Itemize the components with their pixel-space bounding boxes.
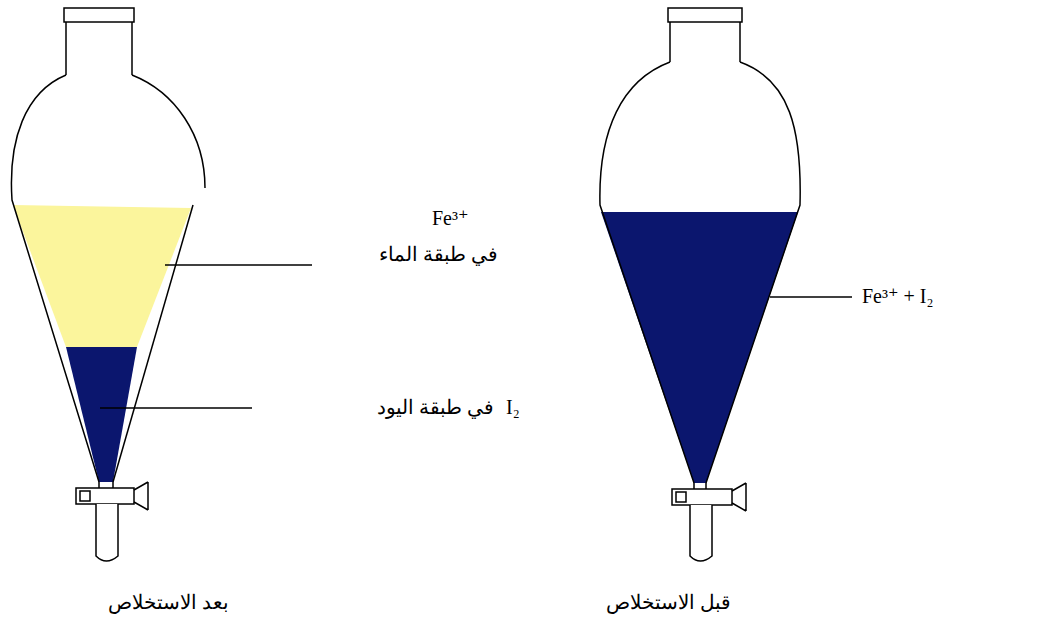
stopcock bbox=[76, 488, 134, 504]
funnel-bulb bbox=[11, 75, 205, 482]
stopcock bbox=[672, 489, 732, 505]
layer-label: في طبقة اليود bbox=[377, 395, 494, 419]
funnel-stem bbox=[690, 505, 712, 561]
leader-line bbox=[770, 296, 852, 298]
funnel-lip bbox=[668, 8, 742, 22]
mixture bbox=[601, 212, 798, 483]
leader-line bbox=[165, 264, 312, 266]
water-layer bbox=[13, 205, 191, 347]
funnel-cone bbox=[113, 205, 193, 482]
funnel-neck bbox=[66, 22, 132, 75]
leader-line bbox=[100, 407, 252, 409]
iodine-layer bbox=[66, 347, 137, 482]
layer-label: في طبقة الماء bbox=[379, 242, 498, 266]
stopcock-handle bbox=[134, 482, 148, 510]
stopcock-key bbox=[676, 492, 686, 502]
funnel-stem bbox=[96, 504, 118, 561]
mixture-label: Fe³⁺ + I₂ bbox=[862, 284, 933, 308]
caption-label: بعد الاستخلاص bbox=[108, 590, 229, 614]
caption-label: قبل الاستخلاص bbox=[606, 590, 731, 614]
funnel-neck bbox=[670, 22, 740, 62]
stopcock-handle bbox=[732, 483, 746, 511]
ion-label: I₂ bbox=[506, 395, 520, 419]
separatory-funnel-after bbox=[11, 8, 312, 561]
funnel-lip bbox=[64, 8, 134, 22]
ion-label: Fe³⁺ bbox=[432, 206, 469, 230]
funnel-bulb bbox=[600, 62, 800, 483]
separatory-funnel-before bbox=[600, 8, 852, 561]
stopcock-key bbox=[80, 491, 90, 501]
